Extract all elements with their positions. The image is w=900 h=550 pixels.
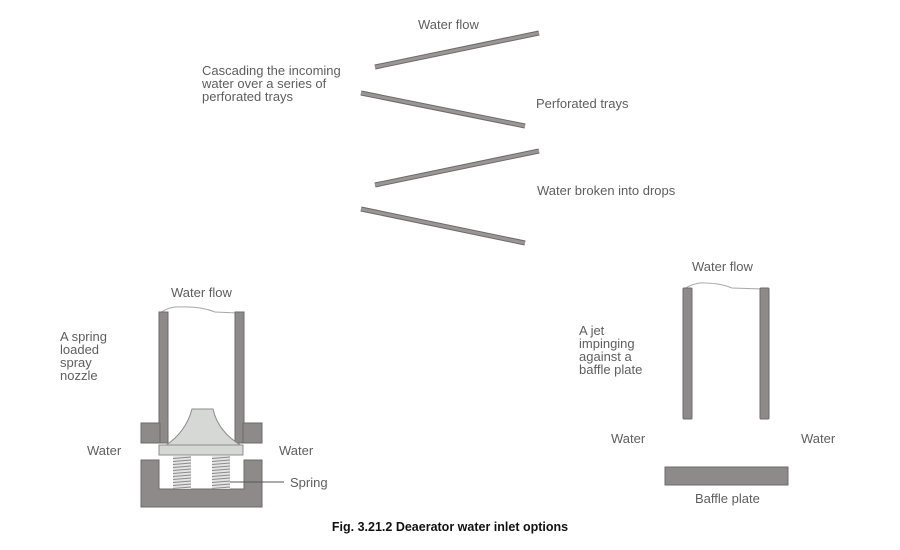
flange-right (242, 422, 263, 444)
spring-turn (211, 468, 231, 471)
baffle-water-flow-label: Water flow (692, 259, 753, 274)
jet-wall-left (682, 287, 693, 420)
baffle-plate (664, 466, 789, 486)
spring-turn (211, 471, 231, 474)
baffle-water-right-label: Water (801, 431, 836, 446)
baffle-assembly (664, 282, 789, 486)
tray-water-flow-label: Water flow (418, 17, 479, 32)
nozzle-water-left-label: Water (87, 443, 122, 458)
spring-turn (172, 465, 192, 468)
nozzle-water-right-label: Water (279, 443, 314, 458)
spring-label: Spring (290, 475, 328, 490)
baffle-description: A jet impinging against a baffle plate (579, 323, 643, 377)
spring-turn (211, 459, 231, 462)
baffle-plate-label: Baffle plate (695, 491, 760, 506)
pipe-wall-left (158, 311, 169, 444)
perforated-trays-label: Perforated trays (536, 96, 629, 111)
jet-surface-line (683, 282, 764, 290)
nozzle-description: A spring loaded spray nozzle (60, 329, 107, 383)
spring-turn (172, 456, 192, 459)
spring-turn (211, 480, 231, 483)
spring-turn (211, 486, 231, 489)
water-surface-line (159, 306, 239, 314)
spring-turn (172, 477, 192, 480)
spring-turn (211, 456, 231, 459)
nozzle-head (164, 408, 243, 448)
spring-turn (211, 483, 231, 486)
nozzle-water-flow-label: Water flow (171, 285, 232, 300)
spring-turn (172, 480, 192, 483)
spring-turn (172, 474, 192, 477)
pipe-wall-right (234, 311, 245, 444)
spring-turn (172, 483, 192, 486)
spring-housing (140, 459, 263, 508)
spring-turn (211, 465, 231, 468)
tray-description: Cascading the incoming water over a seri… (202, 63, 341, 104)
spring-coil-right (211, 456, 231, 489)
figure-caption: Fig. 3.21.2 Deaerator water inlet option… (331, 520, 569, 534)
spring-turn (211, 474, 231, 477)
spring-coil-left (172, 456, 192, 489)
spring-turn (172, 459, 192, 462)
spring-turn (172, 471, 192, 474)
spray-nozzle-assembly (140, 306, 284, 508)
nozzle-plate (158, 444, 244, 456)
flange-left (140, 422, 161, 444)
spring-turn (211, 477, 231, 480)
baffle-water-left-label: Water (611, 431, 646, 446)
spring-turn (172, 462, 192, 465)
jet-wall-right (759, 287, 770, 420)
water-drops-label: Water broken into drops (537, 183, 676, 198)
spring-turn (211, 462, 231, 465)
spring-turn (172, 486, 192, 489)
spring-turn (172, 468, 192, 471)
